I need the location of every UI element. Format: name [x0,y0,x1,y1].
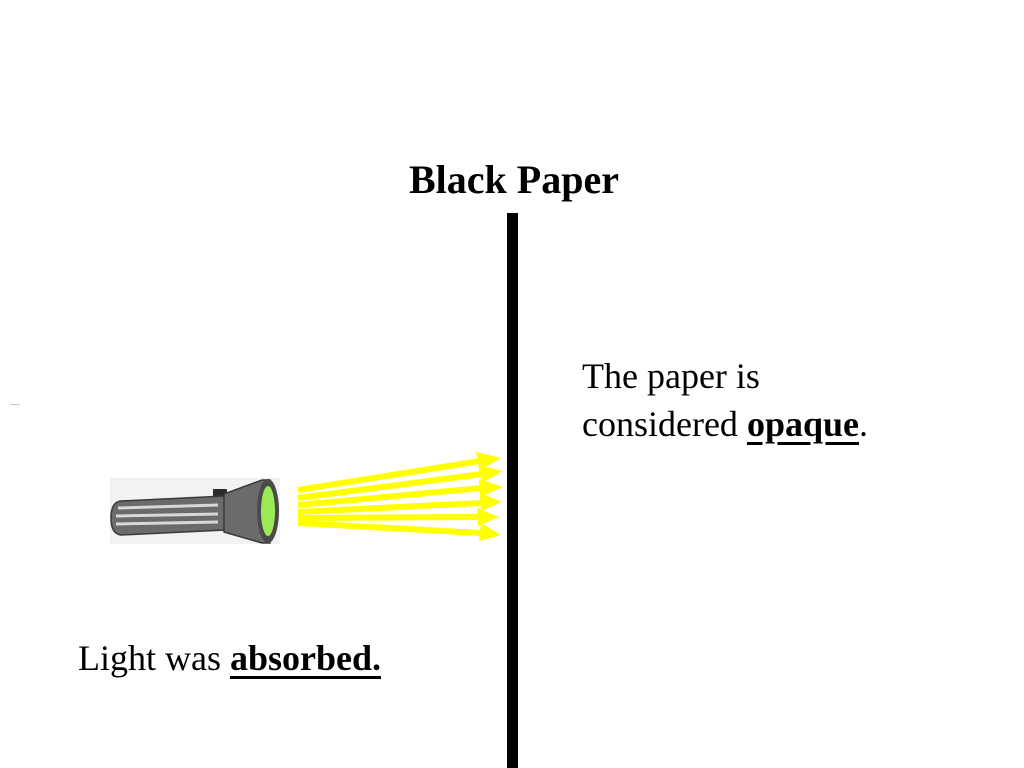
light-ray [298,523,501,541]
opaque-suffix: . [859,404,868,444]
black-paper-line [507,213,518,768]
light-rays [298,452,503,541]
opaque-statement-line1: The paper is [582,352,868,400]
flashlight-lens [261,486,275,536]
stray-mark [10,404,20,405]
opaque-statement: The paper is considered opaque. [582,352,868,448]
absorbed-statement: Light was absorbed. [78,634,381,682]
opaque-term: opaque [747,404,859,444]
absorbed-term: absorbed. [230,638,381,678]
opaque-prefix: considered [582,404,747,444]
opaque-statement-line2: considered opaque. [582,400,868,448]
absorbed-prefix: Light was [78,638,230,678]
